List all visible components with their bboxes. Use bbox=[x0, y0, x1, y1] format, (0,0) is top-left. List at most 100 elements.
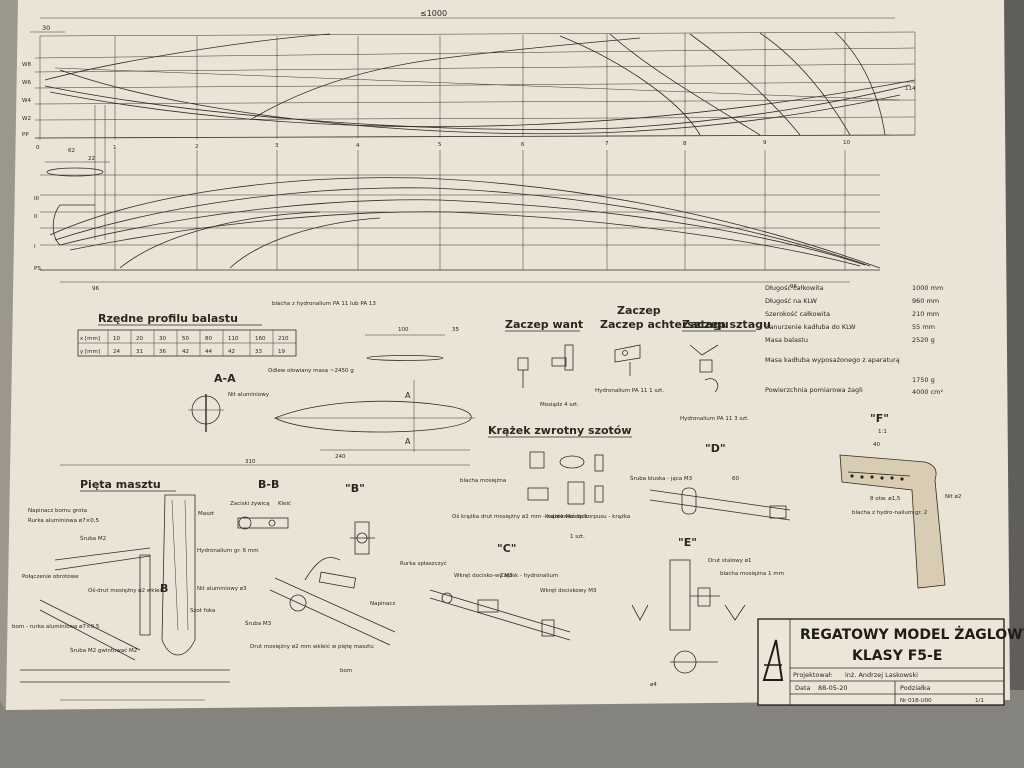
rivet-note: Nit aluminiowy bbox=[228, 392, 270, 398]
specifications: Długość całkowita 1000 mm Długość na KLW… bbox=[765, 284, 944, 396]
svg-text:III: III bbox=[34, 196, 39, 202]
svg-text:110: 110 bbox=[228, 336, 239, 342]
pulley-note-1: blacha mosiężna bbox=[460, 478, 506, 484]
svg-text:Nit ø2: Nit ø2 bbox=[945, 494, 961, 500]
backstay-heading: Zaczep achtersztagu bbox=[600, 318, 729, 331]
designer-name: inż. Andrzej Laskowski bbox=[845, 671, 918, 679]
svg-text:1000 mm: 1000 mm bbox=[912, 284, 943, 292]
forestay-heading: Zaczep sztagu bbox=[682, 318, 771, 331]
f-detail-heading: "F" bbox=[870, 412, 889, 425]
pulley-note-3: Krążek Mosiądz bbox=[545, 514, 588, 520]
svg-text:bom - rurka aluminiowa ø7×0,5: bom - rurka aluminiowa ø7×0,5 bbox=[12, 624, 100, 630]
station-labels: 0 1 2 3 4 5 6 7 8 9 10 bbox=[36, 140, 850, 151]
svg-text:Zanurzenie kadłuba do KLW: Zanurzenie kadłuba do KLW bbox=[765, 323, 856, 331]
buttock-labels: III II I PS bbox=[34, 196, 41, 272]
backstay-heading-1: Zaczep bbox=[617, 304, 661, 317]
pulley-heading: Krążek zwrotny szotów bbox=[488, 424, 632, 437]
svg-text:Wkręt dociskowy M3: Wkręt dociskowy M3 bbox=[540, 588, 597, 594]
svg-text:5: 5 bbox=[438, 142, 442, 148]
waterline-labels: W8 W6 W4 W2 PP bbox=[22, 62, 31, 138]
svg-text:20: 20 bbox=[136, 336, 143, 342]
lines-plan: ≤1000 30 bbox=[22, 9, 916, 292]
f-scale: 1:1 bbox=[878, 429, 887, 435]
detail-22: 22 bbox=[88, 156, 95, 162]
svg-text:Maszt: Maszt bbox=[198, 511, 215, 517]
svg-text:Hydronalium gr. 6 mm: Hydronalium gr. 6 mm bbox=[197, 548, 259, 554]
svg-text:2: 2 bbox=[195, 144, 199, 150]
designer-logo bbox=[762, 639, 784, 681]
shroud-note: Mosiądz 4 szt. bbox=[540, 402, 579, 408]
dim-96-left: 96 bbox=[92, 286, 99, 292]
svg-text:80: 80 bbox=[205, 336, 212, 342]
svg-text:Szot foka: Szot foka bbox=[190, 608, 215, 614]
svg-text:42: 42 bbox=[182, 349, 189, 355]
mast-heading: Pięta masztu bbox=[80, 478, 161, 491]
svg-text:W4: W4 bbox=[22, 98, 31, 104]
svg-text:60: 60 bbox=[732, 476, 739, 482]
title-block: REGATOWY MODEL ŻAGLOWY KLASY F5-E Projek… bbox=[757, 618, 1024, 706]
svg-text:4: 4 bbox=[356, 143, 360, 149]
svg-text:44: 44 bbox=[205, 349, 212, 355]
svg-text:0: 0 bbox=[36, 145, 40, 151]
svg-text:bom: bom bbox=[340, 668, 352, 674]
svg-text:W8: W8 bbox=[22, 62, 31, 68]
title-line-2: KLASY F5-E bbox=[852, 648, 942, 664]
dim-35: 35 bbox=[452, 327, 459, 333]
svg-text:blacha mosiężna 1 mm: blacha mosiężna 1 mm bbox=[720, 571, 784, 577]
svg-text:30: 30 bbox=[159, 336, 166, 342]
svg-text:blacha z hydro-nalium gr. 2: blacha z hydro-nalium gr. 2 bbox=[852, 510, 927, 516]
svg-text:1: 1 bbox=[113, 145, 117, 151]
ballast-note: blacha z hydronalium PA 11 lub PA 13 bbox=[272, 301, 376, 307]
svg-text:31: 31 bbox=[136, 349, 143, 355]
sheet-of: 1/1 bbox=[975, 698, 984, 704]
table-x-label: x [mm] bbox=[80, 336, 100, 342]
svg-text:50: 50 bbox=[182, 336, 189, 342]
svg-text:Śruba M2: Śruba M2 bbox=[80, 535, 106, 542]
svg-text:4000 cm²: 4000 cm² bbox=[912, 388, 944, 396]
svg-text:Masa balastu: Masa balastu bbox=[765, 336, 808, 344]
svg-text:Kleić: Kleić bbox=[278, 500, 291, 507]
svg-text:Rurka spłaszczyć: Rurka spłaszczyć bbox=[400, 560, 447, 567]
svg-text:Długość na KLW: Długość na KLW bbox=[765, 297, 818, 305]
svg-text:19: 19 bbox=[278, 349, 285, 355]
date-value: 88-05-20 bbox=[818, 684, 848, 692]
casting-note: Odlew ołowiany masa ~2450 g bbox=[268, 368, 354, 374]
svg-text:8: 8 bbox=[683, 141, 687, 147]
svg-text:210: 210 bbox=[278, 336, 289, 342]
svg-text:160: 160 bbox=[255, 336, 266, 342]
svg-text:Napinacz bomu grota: Napinacz bomu grota bbox=[28, 508, 87, 514]
svg-text:24: 24 bbox=[113, 349, 120, 355]
svg-text:36: 36 bbox=[159, 349, 166, 355]
svg-text:1750 g: 1750 g bbox=[912, 376, 935, 384]
svg-text:Śruba kłuska - jąca M3: Śruba kłuska - jąca M3 bbox=[630, 475, 693, 482]
fittings-section: Zaczep want Mosiądz 4 szt. Zaczep Zaczep… bbox=[452, 304, 771, 540]
title-line-1: REGATOWY MODEL ŻAGLOWY bbox=[800, 626, 1024, 643]
svg-text:3: 3 bbox=[275, 143, 279, 149]
svg-text:Masa kadłuba wyposażonego z ap: Masa kadłuba wyposażonego z aparaturą bbox=[765, 356, 900, 364]
shroud-heading: Zaczep want bbox=[505, 318, 583, 331]
detail-62: 62 bbox=[68, 148, 75, 154]
svg-text:Śruba M2 gwintować M2: Śruba M2 gwintować M2 bbox=[70, 647, 137, 654]
right-dim: 114 bbox=[905, 86, 916, 92]
svg-text:7: 7 bbox=[605, 141, 609, 147]
backstay-note: Hydronalium PA 11 1 szt. bbox=[595, 388, 664, 394]
designed-label: Projektował: bbox=[793, 671, 833, 679]
svg-text:ø4: ø4 bbox=[650, 682, 657, 688]
svg-text:Drut mosiężny ø2 mm wkleić w p: Drut mosiężny ø2 mm wkleić w piętę maszt… bbox=[250, 643, 374, 650]
svg-text:210 mm: 210 mm bbox=[912, 310, 939, 318]
svg-text:Oś-drut mosiężny ø2 wkleić: Oś-drut mosiężny ø2 wkleić bbox=[88, 587, 164, 594]
pulley-note-4: 1 szt. bbox=[570, 534, 585, 540]
svg-text:2520 g: 2520 g bbox=[912, 336, 935, 344]
d-detail-heading: "D" bbox=[705, 442, 726, 455]
forestay-note: Hydronalium PA 11 3 szt. bbox=[680, 416, 749, 422]
svg-text:Zaciski żywicą: Zaciski żywicą bbox=[230, 501, 270, 507]
svg-text:W6: W6 bbox=[22, 80, 31, 86]
svg-text:Napinacz: Napinacz bbox=[370, 601, 395, 607]
svg-text:960 mm: 960 mm bbox=[912, 297, 939, 305]
svg-text:6: 6 bbox=[521, 142, 525, 148]
date-label: Data bbox=[795, 684, 811, 692]
sheet-number: Nr 018-U00 bbox=[900, 698, 932, 704]
ballast-section: Rzędne profilu balastu blacha z hydronal… bbox=[60, 301, 475, 466]
svg-text:9: 9 bbox=[763, 140, 767, 146]
